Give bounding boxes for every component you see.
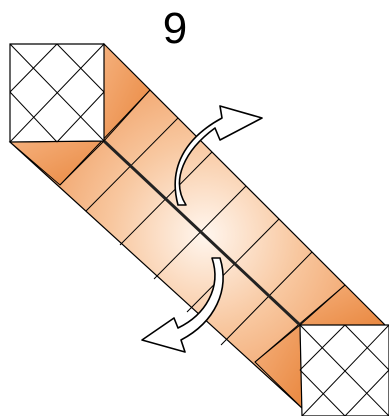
curved-arrow-down-left-icon <box>141 257 224 353</box>
center-fold-line <box>102 139 302 327</box>
step-number: 9 <box>163 4 187 53</box>
curved-arrow-up-right-icon <box>174 105 263 206</box>
white-square-bottom-right <box>299 324 389 416</box>
white-square-top-left <box>9 43 105 143</box>
